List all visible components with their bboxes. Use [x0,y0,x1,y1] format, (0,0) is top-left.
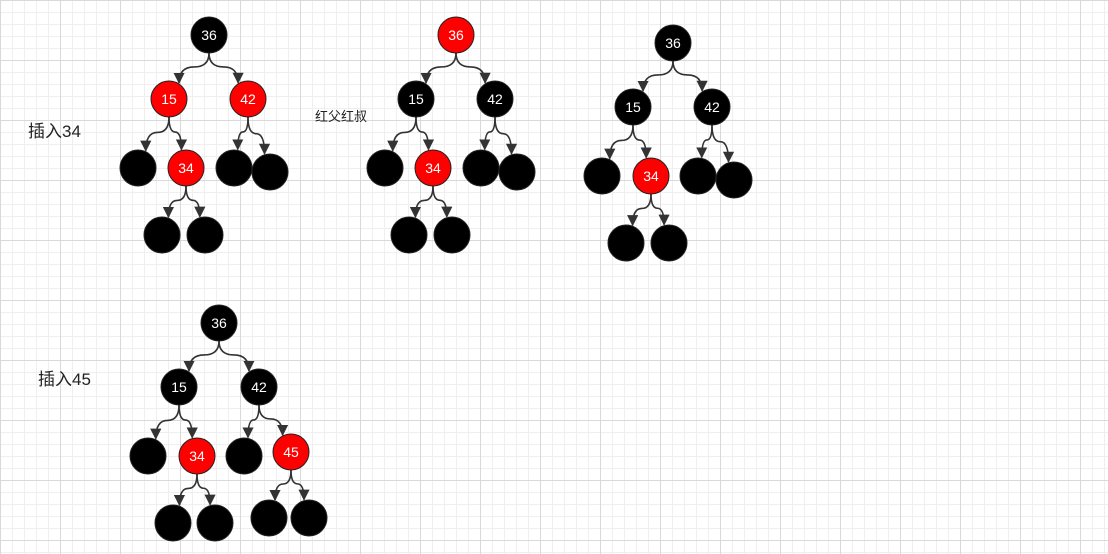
node-label: 36 [211,315,227,331]
node-label: 34 [643,168,659,184]
edge-arrow [650,193,670,226]
nil-leaf-node [154,504,192,542]
node-label: 15 [171,379,187,395]
node-42 [240,368,278,406]
nil-leaf-node [250,499,288,537]
edge-arrow [711,124,735,163]
edge-arrow [150,404,180,440]
node-36 [437,16,475,54]
nil-leaf-node [196,504,234,542]
nil-leaf-node [186,216,224,254]
edge-arrow [196,473,216,506]
edge-arrow [290,469,310,501]
edge-arrow [269,469,292,502]
edge-arrow [455,52,491,84]
nil-leaf-node [129,437,167,475]
edge-arrow [696,124,713,159]
edge-arrow [672,60,708,92]
edge-arrow [185,185,206,218]
tree-insert-34-final: 36 15 42 34 [583,24,753,262]
edge-arrow [173,473,198,507]
node-label: 34 [178,160,194,176]
tree-insert-45: 36 15 42 34 45 [129,304,328,542]
tree-insert-34-initial: 36 15 42 34 [119,16,289,254]
nil-leaf-node [498,153,536,191]
node-label: 15 [408,91,424,107]
nil-leaf-node [607,224,645,262]
nil-leaf-node [225,437,263,475]
label-red-parent-red-uncle: 红父红叔 [315,109,368,124]
edge-arrow [247,116,271,155]
node-label: 36 [665,35,681,51]
node-45 [272,433,310,471]
nil-leaf-node [366,149,404,187]
edge-arrow [420,52,457,85]
nil-leaf-node [390,216,428,254]
node-label: 15 [625,99,641,115]
edge-arrow [258,404,289,437]
edge-arrow [162,185,187,219]
nil-leaf-node [462,149,500,187]
node-36 [190,16,228,54]
node-34 [414,149,452,187]
nil-leaf-node [650,224,688,262]
edge-arrow [479,116,496,151]
edge-arrow [242,404,260,439]
node-label: 34 [425,160,441,176]
node-36 [654,24,692,62]
node-label: 36 [448,27,464,43]
node-42 [476,80,514,118]
edge-arrow [208,52,244,84]
node-36 [200,304,238,342]
nil-leaf-node [215,149,253,187]
node-34 [167,149,205,187]
nil-leaf-node [715,161,753,199]
edge-arrow [173,52,210,85]
nil-leaf-node [679,157,717,195]
nil-leaf-node [143,216,181,254]
nil-leaf-node [119,149,157,187]
edge-arrow [432,185,453,218]
node-42 [229,80,267,118]
node-15 [614,88,652,126]
node-label: 42 [487,91,503,107]
edge-arrow [632,124,652,159]
node-15 [150,80,188,118]
edge-arrow [183,340,220,373]
label-insert-45: 插入45 [38,370,91,389]
node-label: 15 [161,91,177,107]
node-label: 45 [283,444,299,460]
node-label: 36 [201,27,217,43]
node-15 [397,80,435,118]
node-label: 42 [704,99,720,115]
node-label: 42 [251,379,267,395]
edge-arrow [637,60,674,93]
nil-leaf-node [290,499,328,537]
node-34 [178,437,216,475]
node-42 [693,88,731,126]
node-15 [160,368,198,406]
edge-arrow [218,340,255,373]
node-label: 42 [240,91,256,107]
edge-arrow [415,116,435,151]
node-34 [632,157,670,195]
nil-leaf-node [583,157,621,195]
edge-arrow [409,185,434,219]
edge-arrow [604,124,634,160]
nil-leaf-node [433,216,471,254]
tree-insert-34-recolored: 36 15 42 34 [366,16,536,254]
label-insert-34: 插入34 [28,122,81,141]
edge-arrow [140,116,170,152]
node-label: 34 [189,448,205,464]
edge-arrow [232,116,249,151]
edge-arrow [168,116,188,151]
edge-arrow [494,116,518,155]
edge-arrow [178,404,198,439]
edge-arrow [387,116,417,152]
nil-leaf-node [251,153,289,191]
edge-arrow [627,193,652,227]
